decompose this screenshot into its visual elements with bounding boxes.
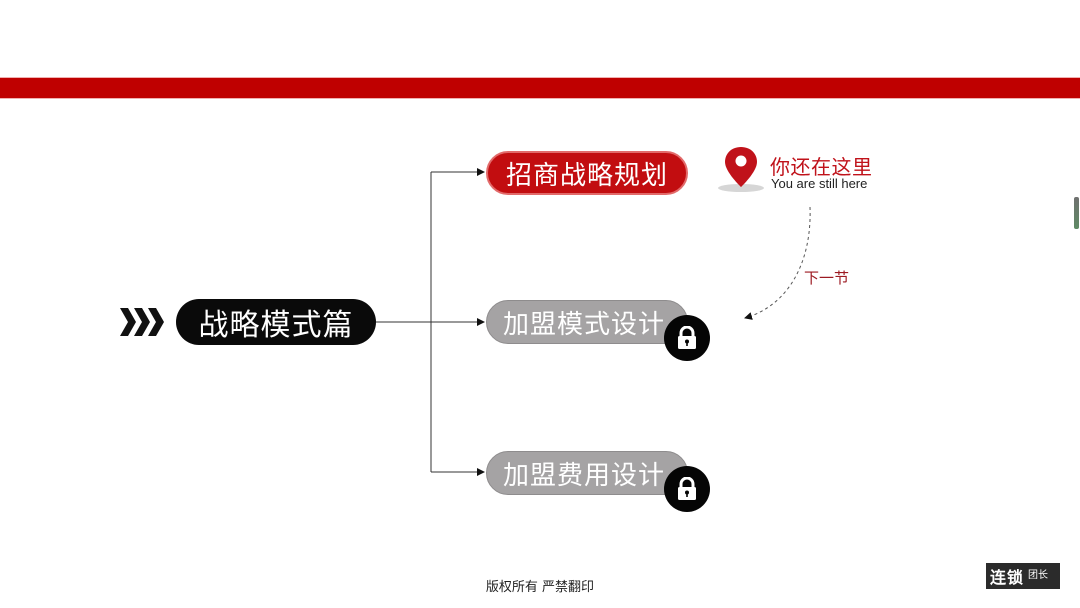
map-pin-icon bbox=[718, 147, 764, 192]
you-are-here-title: 你还在这里 bbox=[770, 155, 873, 179]
padlock-icon bbox=[664, 315, 710, 361]
you-are-here-subtitle: You are still here bbox=[771, 176, 868, 191]
branch-label: 招商战略规划 bbox=[505, 160, 668, 191]
branch-label: 加盟模式设计 bbox=[502, 309, 665, 340]
branch-current[interactable]: 招商战略规划 bbox=[486, 151, 688, 195]
header-red-band bbox=[0, 78, 1080, 98]
triple-chevron-right-icon bbox=[120, 308, 164, 336]
copyright-footer: 版权所有 严禁翻印 bbox=[485, 580, 595, 595]
next-section-label: 下一节 bbox=[804, 269, 850, 287]
watermark-sub: 团长 bbox=[1028, 570, 1049, 581]
brand-watermark: 连锁 团长 bbox=[986, 563, 1060, 589]
section-title-pill: 战略模式篇 bbox=[176, 299, 376, 345]
watermark-main: 连锁 bbox=[990, 568, 1025, 587]
padlock-icon bbox=[664, 466, 710, 512]
section-title: 战略模式篇 bbox=[198, 308, 354, 343]
branch-label: 加盟费用设计 bbox=[502, 460, 665, 491]
scrollbar-thumb[interactable] bbox=[1074, 197, 1079, 229]
branch-locked-franchise-fee[interactable]: 加盟费用设计 bbox=[486, 451, 688, 495]
branch-locked-franchise-model[interactable]: 加盟模式设计 bbox=[486, 300, 688, 344]
